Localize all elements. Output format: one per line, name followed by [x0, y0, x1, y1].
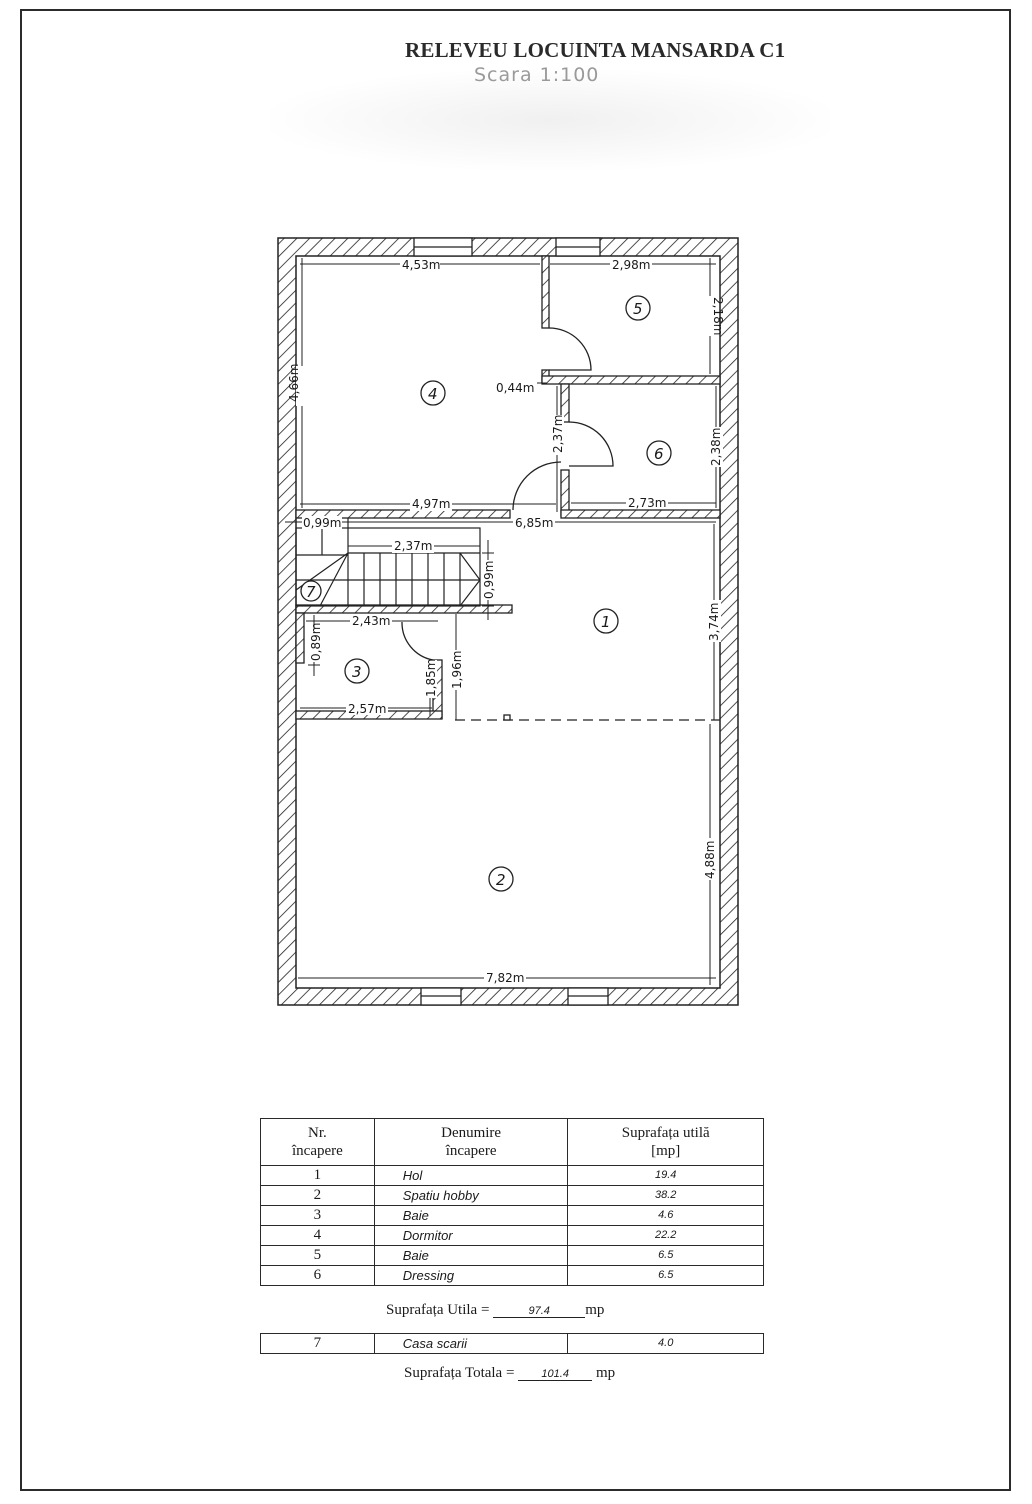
dim-landing: 0,99m	[303, 516, 341, 530]
cell-name: Baie	[373, 1205, 569, 1226]
dim-room3-right: 1,85m	[424, 659, 438, 697]
room-7-number: 7	[306, 583, 316, 601]
cell-name: Baie	[373, 1245, 569, 1266]
table-row: 3 Baie 4.6	[260, 1205, 764, 1226]
total-area-label: Suprafața Totala =	[404, 1365, 515, 1381]
cell-nr: 7	[260, 1333, 375, 1354]
cell-area: 19.4	[567, 1165, 764, 1186]
dashed-divider	[455, 714, 720, 721]
table-row: 7 Casa scarii 4.0	[260, 1333, 764, 1354]
table-row: 4 Dormitor 22.2	[260, 1225, 764, 1246]
dim-room6-height: 2,38m	[709, 428, 723, 466]
dim-room3-top: 2,43m	[352, 614, 390, 628]
room-2-number: 2	[496, 871, 506, 889]
room-7-marker	[300, 580, 322, 602]
drawing-scale: Scara 1:100	[474, 64, 600, 86]
dim-door-offset: 0,44m	[496, 381, 534, 395]
stair-table: 7 Casa scarii 4.0	[260, 1333, 764, 1354]
cell-nr: 3	[260, 1205, 375, 1226]
table-row: 5 Baie 6.5	[260, 1245, 764, 1266]
dim-partition-height: 2,37m	[551, 415, 565, 453]
table-row: 1 Hol 19.4	[260, 1165, 764, 1186]
room-1-number: 1	[601, 613, 611, 631]
room-5-marker	[625, 295, 651, 321]
cell-area: 38.2	[567, 1185, 764, 1206]
cell-name: Dressing	[373, 1265, 569, 1286]
room-3-number: 3	[352, 663, 362, 681]
cell-area: 6.5	[567, 1245, 764, 1266]
cell-area: 6.5	[567, 1265, 764, 1286]
dim-room5-top: 2,98m	[612, 258, 650, 272]
dim-room4-top: 4,53m	[402, 258, 440, 272]
interior-walls	[295, 255, 721, 720]
dim-hall-width: 6,85m	[515, 516, 553, 530]
room-3-marker	[344, 658, 370, 684]
cell-name: Hol	[373, 1165, 569, 1186]
dim-hall-opening: 1,96m	[450, 651, 464, 689]
total-area-unit: mp	[595, 1365, 616, 1381]
cell-area: 4.6	[567, 1205, 764, 1226]
table-row: 6 Dressing 6.5	[260, 1265, 764, 1286]
dim-hobby-height: 4,88m	[703, 841, 717, 879]
useful-area-value: 97.4	[493, 1305, 586, 1318]
cell-name: Spatiu hobby	[373, 1185, 569, 1206]
dim-hobby-width: 7,82m	[486, 971, 524, 985]
dim-room3-left: 0,89m	[309, 623, 323, 661]
dim-room5-height: 2,18m	[711, 297, 725, 335]
cell-name: Casa scarii	[373, 1333, 569, 1354]
dimension-labels: 4,53m 2,98m 2,18m 4,66m 0,44m 2,37m 2,38…	[287, 258, 725, 985]
total-area-value: 101.4	[518, 1368, 593, 1381]
room-1-marker	[593, 608, 619, 634]
room-4-marker	[420, 380, 446, 406]
staircase	[295, 518, 481, 607]
room-6-marker	[646, 440, 672, 466]
room-5-number: 5	[633, 300, 643, 318]
cell-area: 22.2	[567, 1225, 764, 1246]
useful-area-label: Suprafața Utila =	[386, 1302, 490, 1318]
dim-stair-length: 2,37m	[394, 539, 432, 553]
page-border	[20, 9, 1011, 1491]
dim-room3-bottom: 2,57m	[348, 702, 386, 716]
room-2-marker	[488, 866, 514, 892]
scan-smudge	[270, 70, 830, 170]
dim-room4-bottom: 4,97m	[412, 497, 450, 511]
header-area: Suprafața utilă[mp]	[567, 1118, 764, 1166]
total-area: Suprafața Totala = 101.4 mp	[404, 1365, 615, 1382]
room-labels	[300, 295, 672, 892]
cell-nr: 1	[260, 1165, 375, 1186]
windows	[413, 237, 609, 1006]
header-nr: Nr.încapere	[260, 1118, 375, 1166]
cell-name: Dormitor	[373, 1225, 569, 1246]
dim-room6-bottom: 2,73m	[628, 496, 666, 510]
dim-room4-height: 4,66m	[287, 364, 301, 402]
table-row: 2 Spatiu hobby 38.2	[260, 1185, 764, 1206]
dim-hall-height: 3,74m	[707, 603, 721, 641]
cell-nr: 6	[260, 1265, 375, 1286]
useful-area-unit: mp	[585, 1302, 605, 1318]
dim-stair-width: 0,99m	[482, 561, 496, 599]
cell-nr: 5	[260, 1245, 375, 1266]
cell-area: 4.0	[567, 1333, 764, 1354]
room-6-number: 6	[654, 445, 664, 463]
cell-nr: 4	[260, 1225, 375, 1246]
cell-nr: 2	[260, 1185, 375, 1206]
room-4-number: 4	[428, 385, 438, 403]
drawing-title: RELEVEU LOCUINTA MANSARDA C1	[405, 38, 786, 62]
doors	[401, 327, 614, 661]
